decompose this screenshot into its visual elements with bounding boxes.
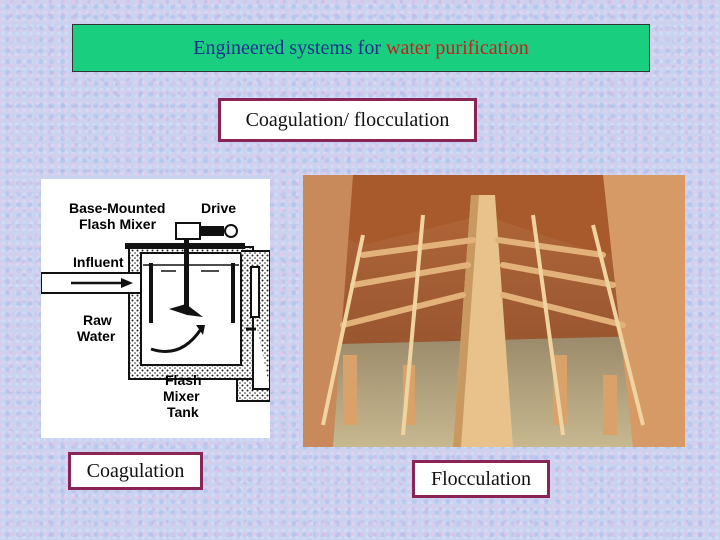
label-tank: Tank xyxy=(167,404,199,420)
baffle-left xyxy=(149,263,153,323)
coagulation-caption-text: Coagulation xyxy=(86,459,185,482)
baffle-right xyxy=(231,263,235,323)
impeller xyxy=(169,304,203,317)
label-base-mounted: Base-Mounted xyxy=(69,200,165,216)
flocculation-photo xyxy=(303,175,685,447)
subtitle-box: Coagulation/ flocculation xyxy=(218,98,477,142)
label-raw: Raw xyxy=(83,312,112,328)
flocculation-basin-image xyxy=(303,175,685,447)
drive-housing xyxy=(200,226,224,236)
mixer-shaft xyxy=(184,239,189,309)
drive-wheel xyxy=(224,224,238,238)
label-mixer: Mixer xyxy=(163,388,200,404)
title-highlight: water purification xyxy=(386,36,529,59)
coagulation-caption: Coagulation xyxy=(68,452,203,490)
drive-motor xyxy=(175,222,201,240)
label-water: Water xyxy=(77,328,116,344)
flocculation-caption-text: Flocculation xyxy=(431,467,531,490)
outlet-pipe xyxy=(250,266,260,318)
subtitle-text: Coagulation/ flocculation xyxy=(245,108,450,131)
flocculation-caption: Flocculation xyxy=(412,460,550,498)
flow-arrow-mix xyxy=(150,328,203,353)
title-prefix: Engineered systems for xyxy=(193,36,381,59)
label-flash: Flash xyxy=(165,372,202,388)
flash-mixer-diagram: Base-Mounted Flash Mixer Drive Influent … xyxy=(40,179,271,438)
slide-title: Engineered systems for water purificatio… xyxy=(72,24,650,72)
label-drive: Drive xyxy=(201,200,236,216)
flash-mixer-drawing: Base-Mounted Flash Mixer Drive Influent … xyxy=(40,200,271,420)
label-influent: Influent xyxy=(73,254,124,270)
label-flash-mixer: Flash Mixer xyxy=(79,216,157,232)
